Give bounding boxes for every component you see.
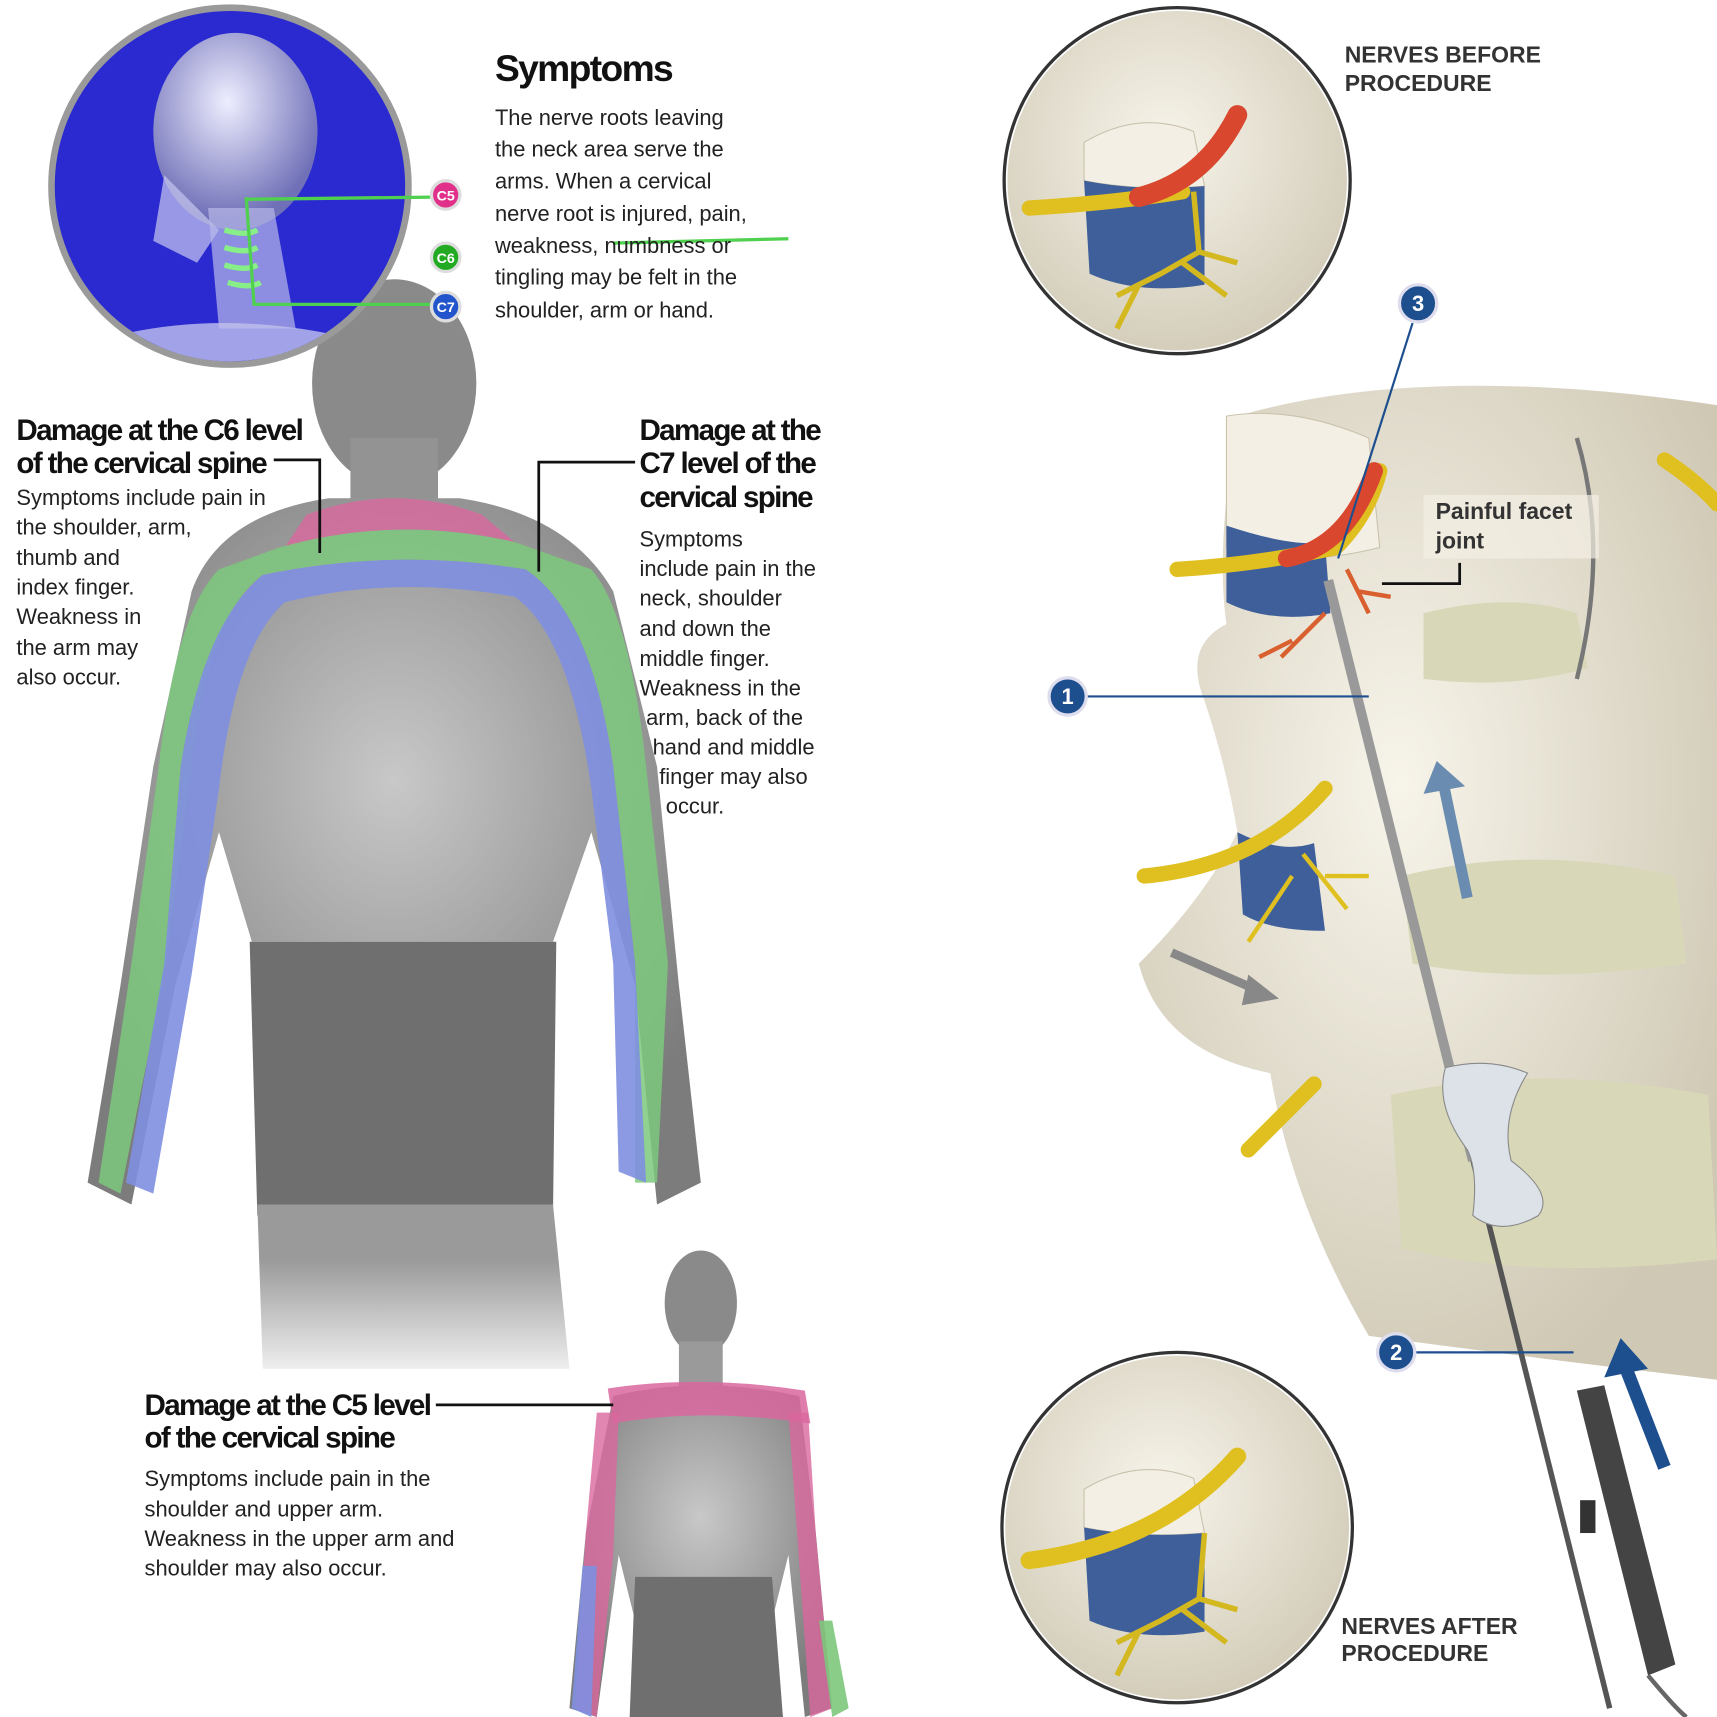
svg-text:of the cervical spine: of the cervical spine — [16, 447, 267, 480]
svg-text:tingling may be felt in the: tingling may be felt in the — [495, 265, 737, 290]
svg-text:finger may also: finger may also — [659, 764, 807, 789]
svg-text:1: 1 — [1062, 684, 1074, 709]
svg-text:2: 2 — [1390, 1340, 1402, 1365]
svg-text:thumb and: thumb and — [16, 545, 119, 570]
direction-arrow-icon — [1423, 761, 1473, 900]
svg-text:cervical spine: cervical spine — [639, 481, 813, 514]
inflamed-nerve — [1277, 462, 1384, 568]
c7-leader-line — [537, 460, 636, 572]
svg-text:C7: C7 — [437, 300, 455, 316]
facet-joint-callout: Painful facet joint — [1381, 494, 1599, 586]
gray-arrow-icon — [1169, 948, 1279, 1006]
svg-text:occur.: occur. — [666, 794, 724, 819]
front-body-figure — [569, 1250, 849, 1717]
c7-callout: Damage at the C7 level of the cervical s… — [537, 414, 823, 819]
step-3-leader — [1337, 322, 1414, 559]
step-badge-2: 2 — [1375, 1332, 1417, 1373]
c6-callout: Damage at the C6 level of the cervical s… — [16, 414, 322, 689]
nerves-before-inset — [1002, 6, 1352, 356]
svg-text:Weakness in the upper arm and: Weakness in the upper arm and — [145, 1526, 455, 1551]
level-badge-c6: C6 — [429, 241, 462, 274]
svg-text:3: 3 — [1412, 291, 1424, 316]
insertion-arrow-icon — [1604, 1338, 1671, 1470]
svg-text:Weakness in the: Weakness in the — [639, 675, 800, 700]
svg-text:Damage at the: Damage at the — [639, 414, 821, 447]
svg-text:the neck area serve the: the neck area serve the — [495, 137, 724, 162]
c6-leader-line — [273, 458, 322, 553]
svg-text:PROCEDURE: PROCEDURE — [1341, 1640, 1488, 1666]
step-badge-1: 1 — [1047, 676, 1088, 717]
svg-text:The nerve roots leaving: The nerve roots leaving — [495, 105, 724, 130]
c5-callout: Damage at the C5 level of the cervical s… — [145, 1389, 614, 1581]
svg-text:weakness, numbness or: weakness, numbness or — [494, 233, 731, 258]
svg-text:Symptoms include pain in: Symptoms include pain in — [16, 485, 265, 510]
svg-text:PROCEDURE: PROCEDURE — [1345, 70, 1492, 96]
c5-dermatome-band — [284, 498, 515, 548]
svg-text:the shoulder, arm,: the shoulder, arm, — [16, 514, 191, 539]
svg-text:the arm may: the arm may — [16, 635, 138, 660]
svg-text:arm, back of the: arm, back of the — [646, 705, 803, 730]
svg-text:Symptoms: Symptoms — [639, 526, 742, 551]
level-badge-c7: C7 — [429, 290, 462, 323]
back-body-figure — [87, 279, 701, 1391]
svg-text:Symptoms include pain in the: Symptoms include pain in the — [145, 1466, 431, 1491]
level-badge-c5: C5 — [429, 179, 462, 211]
radiofrequency-probe — [1323, 579, 1688, 1717]
svg-text:and down the: and down the — [639, 616, 770, 641]
svg-text:shoulder, arm or hand.: shoulder, arm or hand. — [495, 298, 714, 323]
symptoms-title: Symptoms — [495, 47, 673, 89]
svg-text:joint: joint — [1435, 528, 1485, 554]
nerves-after-inset — [1000, 1350, 1354, 1705]
svg-text:neck, shoulder: neck, shoulder — [639, 586, 781, 611]
svg-text:shoulder and upper arm.: shoulder and upper arm. — [145, 1497, 384, 1522]
before-label: NERVES BEFORE — [1345, 41, 1541, 67]
svg-text:Weakness in: Weakness in — [16, 604, 141, 629]
svg-text:Damage at the C5 level: Damage at the C5 level — [145, 1389, 431, 1422]
svg-text:C7 level of the: C7 level of the — [639, 447, 816, 480]
lumbar-spine-illustration — [1136, 385, 1717, 1717]
svg-text:nerve root is injured, pain,: nerve root is injured, pain, — [495, 201, 747, 226]
svg-text:also occur.: also occur. — [16, 664, 121, 689]
symptoms-section: Symptoms The nerve roots leaving the nec… — [494, 47, 747, 323]
step-badge-3: 3 — [1397, 283, 1439, 324]
svg-text:middle finger.: middle finger. — [639, 646, 769, 671]
svg-text:C6: C6 — [437, 251, 455, 267]
svg-text:C5: C5 — [437, 188, 455, 204]
svg-text:index finger.: index finger. — [16, 575, 134, 600]
svg-text:include pain in the: include pain in the — [639, 556, 815, 581]
svg-text:Painful facet: Painful facet — [1436, 498, 1573, 524]
svg-text:hand and middle: hand and middle — [653, 734, 815, 759]
svg-text:of the cervical spine: of the cervical spine — [145, 1422, 396, 1455]
svg-text:Damage at the C6 level: Damage at the C6 level — [16, 414, 302, 447]
svg-text:shoulder may also occur.: shoulder may also occur. — [145, 1556, 387, 1581]
svg-text:arms. When a cervical: arms. When a cervical — [495, 168, 712, 193]
after-label: NERVES AFTER — [1341, 1613, 1518, 1639]
